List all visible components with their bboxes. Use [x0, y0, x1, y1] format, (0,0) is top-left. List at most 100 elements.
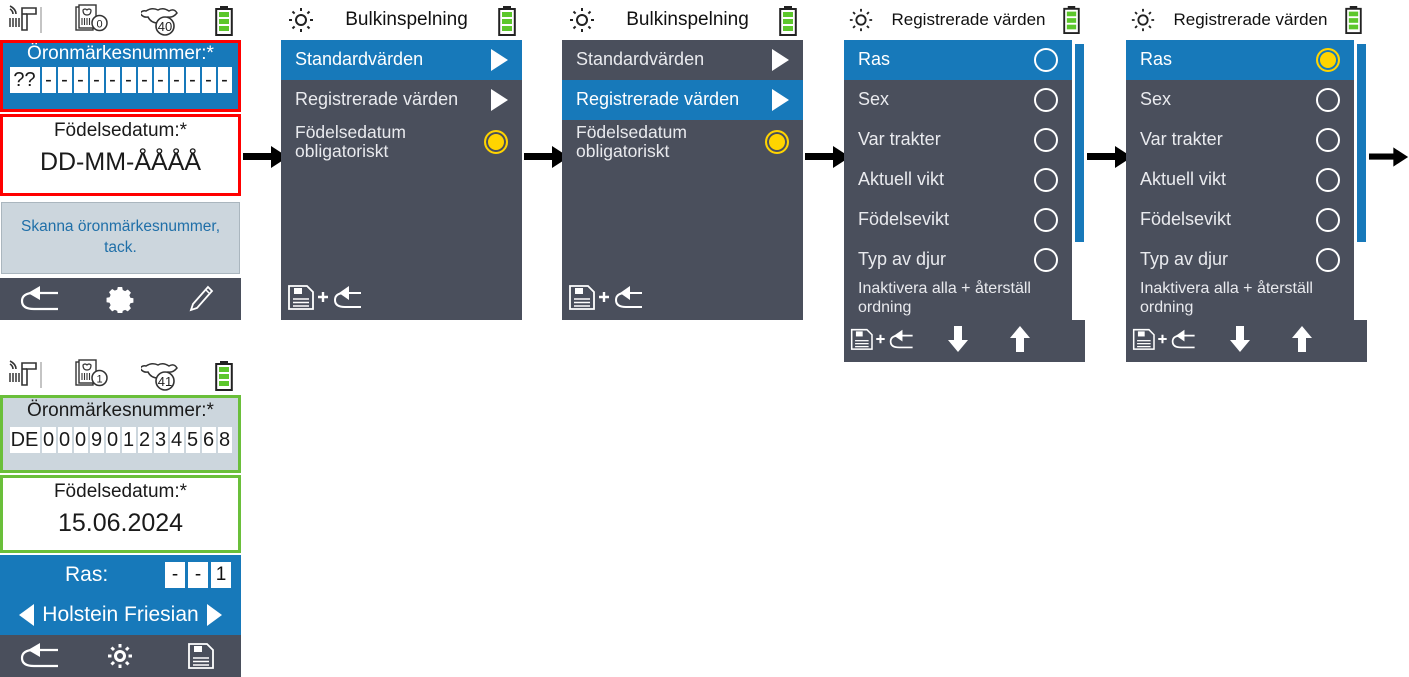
radio-toggle-off[interactable] — [1034, 88, 1058, 112]
arrow-up-icon[interactable] — [1290, 325, 1314, 358]
gear-icon[interactable] — [287, 6, 315, 34]
gear-icon[interactable] — [568, 6, 596, 34]
eartag-digit-cell[interactable]: - — [169, 67, 184, 93]
radio-toggle-off[interactable] — [1316, 208, 1340, 232]
menu-item-label: Var trakter — [1140, 129, 1223, 150]
eartag-country-cell[interactable]: DE — [9, 427, 40, 453]
save-icon[interactable] — [161, 641, 241, 671]
eartag-field[interactable]: Öronmärkesnummer:* DE 0 0 0 9 0 1 2 3 4 … — [0, 395, 241, 473]
eartag-digit-cell[interactable]: 5 — [185, 427, 200, 453]
eartag-digit-cell[interactable]: - — [105, 67, 120, 93]
radio-toggle-off[interactable] — [1316, 168, 1340, 192]
menu-item-registrerade-varden[interactable]: Registrerade värden — [281, 80, 522, 120]
eartag-digit-cell[interactable]: - — [121, 67, 136, 93]
breed-code-cell[interactable]: - — [188, 562, 208, 588]
back-arrow-icon[interactable] — [0, 285, 80, 313]
menu-item-ras[interactable]: Ras — [844, 40, 1072, 80]
eartag-digit-cell[interactable]: 8 — [217, 427, 232, 453]
gear-icon[interactable] — [80, 285, 160, 313]
radio-toggle-on[interactable] — [765, 130, 789, 154]
radio-toggle-on[interactable] — [484, 130, 508, 154]
barcode-scanner-icon — [8, 5, 42, 35]
scrollbar-thumb[interactable] — [1357, 44, 1366, 242]
birthdate-value[interactable]: 15.06.2024 — [57, 509, 184, 537]
save-and-back-icon[interactable] — [1132, 325, 1198, 358]
eartag-digit-cell[interactable]: 0 — [73, 427, 88, 453]
eartag-digit-cell[interactable]: 2 — [137, 427, 152, 453]
pencil-icon[interactable] — [161, 285, 241, 313]
radio-toggle-off[interactable] — [1034, 168, 1058, 192]
gear-icon[interactable] — [848, 7, 874, 33]
arrow-down-icon[interactable] — [946, 325, 970, 358]
eartag-digit-cell[interactable]: 1 — [121, 427, 136, 453]
arrow-up-icon[interactable] — [1008, 325, 1032, 358]
radio-toggle-on[interactable] — [1316, 48, 1340, 72]
menu-item-aktuell-vikt[interactable]: Aktuell vikt — [844, 160, 1072, 200]
breed-field[interactable]: Ras: - - 1 — [0, 555, 241, 595]
eartag-cells[interactable]: ?? - - - - - - - - - - - - — [0, 67, 241, 93]
eartag-digit-cell[interactable]: - — [137, 67, 152, 93]
save-and-back-icon[interactable] — [850, 325, 916, 358]
eartag-digit-cell[interactable]: - — [153, 67, 168, 93]
menu-item-fodelsevikt[interactable]: Födelsevikt — [844, 200, 1072, 240]
eartag-digit-cell[interactable]: - — [41, 67, 56, 93]
birthdate-label: Födelsedatum:* — [53, 481, 188, 502]
menu-item-fodelsevikt[interactable]: Födelsevikt — [1126, 200, 1354, 240]
eartag-digit-cell[interactable]: 6 — [201, 427, 216, 453]
eartag-digit-cell[interactable]: 0 — [57, 427, 72, 453]
menu-item-var-trakter[interactable]: Var trakter — [844, 120, 1072, 160]
eartag-country-cell[interactable]: ?? — [9, 67, 40, 93]
radio-toggle-off[interactable] — [1034, 48, 1058, 72]
breed-code-cell[interactable]: 1 — [211, 562, 231, 588]
menu-item-var-trakter[interactable]: Var trakter — [1126, 120, 1354, 160]
radio-toggle-off[interactable] — [1316, 248, 1340, 272]
menu-item-reset-all[interactable]: Inaktivera alla + återställ ordning — [1126, 280, 1354, 318]
radio-toggle-off[interactable] — [1316, 128, 1340, 152]
eartag-digit-cell[interactable]: - — [185, 67, 200, 93]
menu-item-registrerade-varden[interactable]: Registrerade värden — [562, 80, 803, 120]
eartag-digit-cell[interactable]: 3 — [153, 427, 168, 453]
arrow-left-icon[interactable] — [19, 604, 35, 626]
save-and-back-icon[interactable] — [568, 282, 646, 317]
menu-item-reset-all[interactable]: Inaktivera alla + återställ ordning — [844, 280, 1072, 318]
eartag-digit-cell[interactable]: 0 — [105, 427, 120, 453]
radio-toggle-off[interactable] — [1034, 128, 1058, 152]
birthdate-field[interactable]: Födelsedatum:* DD-MM-ÅÅÅÅ — [0, 114, 241, 196]
breed-code-cells[interactable]: - - 1 — [165, 562, 231, 588]
menu-item-fodelsedatum-obligatoriskt[interactable]: Födelsedatum obligatoriskt — [281, 120, 522, 164]
birthdate-field[interactable]: Födelsedatum:* 15.06.2024 — [0, 475, 241, 553]
menu-item-ras[interactable]: Ras — [1126, 40, 1354, 80]
arrow-right-icon[interactable] — [206, 604, 222, 626]
radio-toggle-off[interactable] — [1316, 88, 1340, 112]
eartag-digit-cell[interactable]: 0 — [41, 427, 56, 453]
eartag-digit-cell[interactable]: - — [201, 67, 216, 93]
eartag-digit-cell[interactable]: - — [89, 67, 104, 93]
menu-item-standardvarden[interactable]: Standardvärden — [562, 40, 803, 80]
menu-item-aktuell-vikt[interactable]: Aktuell vikt — [1126, 160, 1354, 200]
gear-icon[interactable] — [80, 642, 160, 670]
breed-code-cell[interactable]: - — [165, 562, 185, 588]
eartag-field[interactable]: Öronmärkesnummer:* ?? - - - - - - - - - … — [0, 40, 241, 112]
birthdate-value[interactable]: DD-MM-ÅÅÅÅ — [39, 148, 202, 176]
save-and-back-icon[interactable] — [287, 282, 365, 317]
menu-item-standardvarden[interactable]: Standardvärden — [281, 40, 522, 80]
menu-item-fodelsedatum-obligatoriskt[interactable]: Födelsedatum obligatoriskt — [562, 120, 803, 164]
arrow-down-icon[interactable] — [1228, 325, 1252, 358]
gear-icon[interactable] — [1130, 7, 1156, 33]
eartag-digit-cell[interactable]: - — [57, 67, 72, 93]
eartag-label: Öronmärkesnummer:* — [27, 43, 214, 64]
breed-selector[interactable]: Holstein Friesian — [0, 595, 241, 635]
menu-item-sex[interactable]: Sex — [1126, 80, 1354, 120]
eartag-digit-cell[interactable]: - — [217, 67, 232, 93]
eartag-digit-cell[interactable]: 9 — [89, 427, 104, 453]
radio-toggle-off[interactable] — [1034, 208, 1058, 232]
menu-item-typ-av-djur[interactable]: Typ av djur — [844, 240, 1072, 280]
scrollbar-thumb[interactable] — [1075, 44, 1084, 242]
back-arrow-icon[interactable] — [0, 642, 80, 670]
eartag-cells[interactable]: DE 0 0 0 9 0 1 2 3 4 5 6 8 — [0, 427, 241, 453]
radio-toggle-off[interactable] — [1034, 248, 1058, 272]
menu-item-sex[interactable]: Sex — [844, 80, 1072, 120]
menu-item-typ-av-djur[interactable]: Typ av djur — [1126, 240, 1354, 280]
eartag-digit-cell[interactable]: - — [73, 67, 88, 93]
eartag-digit-cell[interactable]: 4 — [169, 427, 184, 453]
